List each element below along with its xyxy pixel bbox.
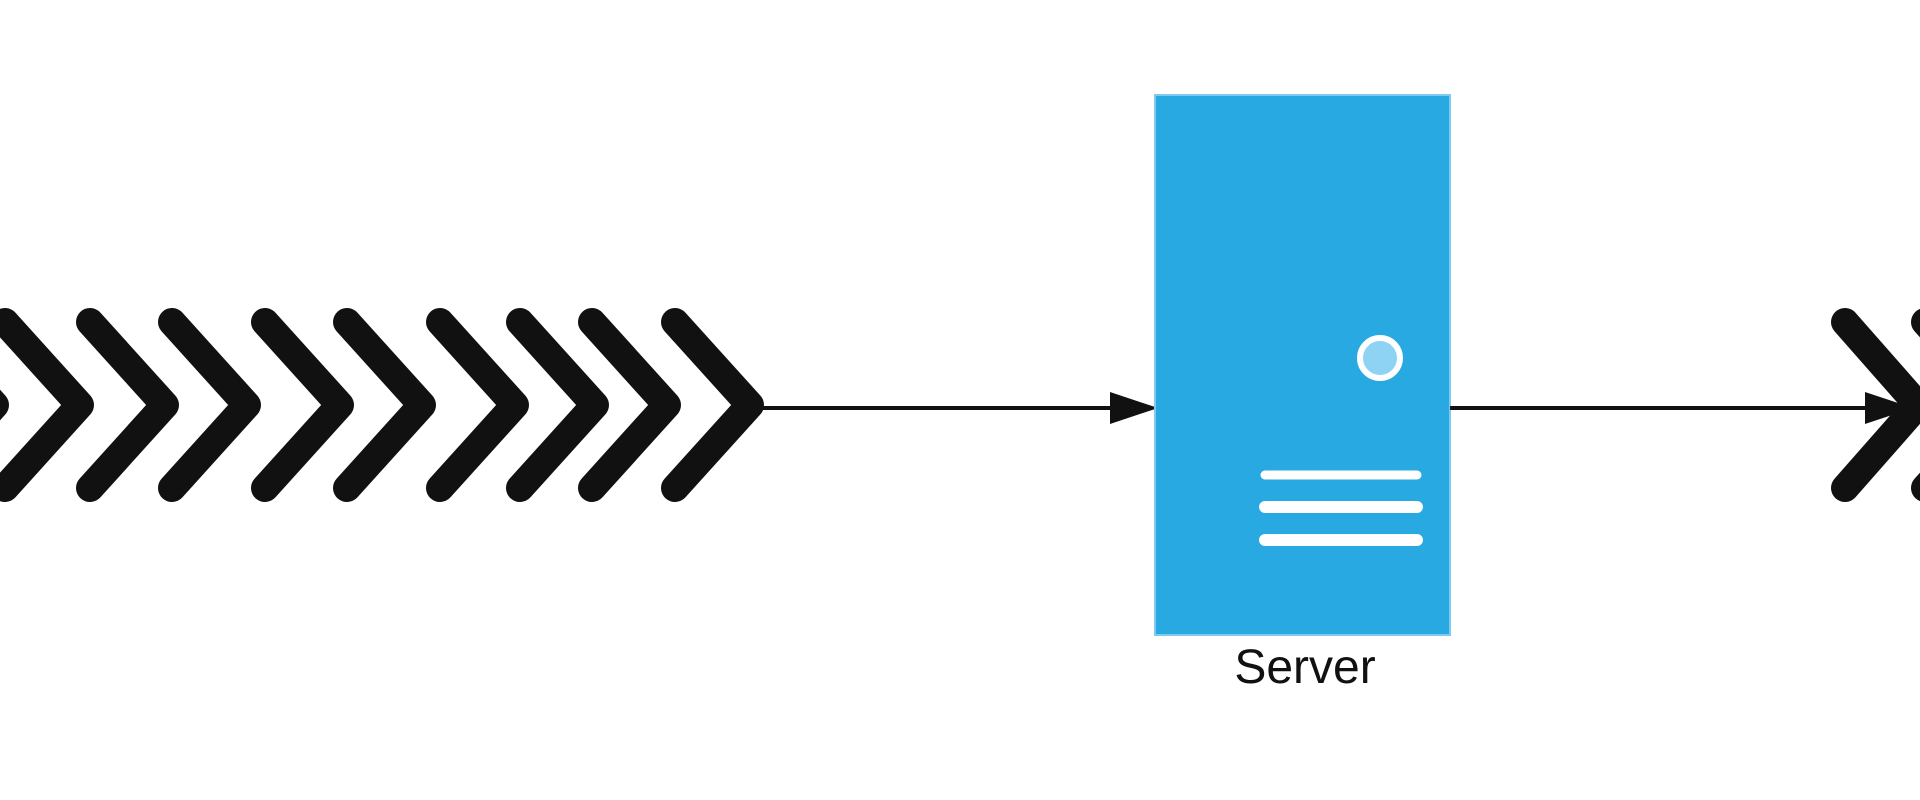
edge-server-to-output: [1450, 392, 1913, 424]
edge-input-to-server: [755, 392, 1158, 424]
arrowhead-icon: [1865, 392, 1913, 424]
chevron-icon: [158, 308, 261, 502]
chevron-icon: [76, 308, 179, 502]
server-label: Server: [1234, 641, 1376, 694]
chevron-icon: [426, 308, 529, 502]
input-stream-chevrons-icon: [0, 308, 764, 502]
chevron-icon: [0, 308, 94, 502]
chevron-icon: [251, 308, 354, 502]
server-node[interactable]: [1154, 94, 1451, 636]
chevron-icon: [333, 308, 436, 502]
chevron-icon: [1831, 308, 1920, 502]
output-stream-chevrons-icon: [1831, 308, 1920, 502]
server-indicator-icon: [1357, 335, 1403, 381]
arrowhead-icon: [1110, 392, 1158, 424]
server-icon: [1154, 94, 1451, 636]
chevron-icon: [506, 308, 609, 502]
chevron-icon: [661, 308, 764, 502]
chevron-icon: [578, 308, 681, 502]
